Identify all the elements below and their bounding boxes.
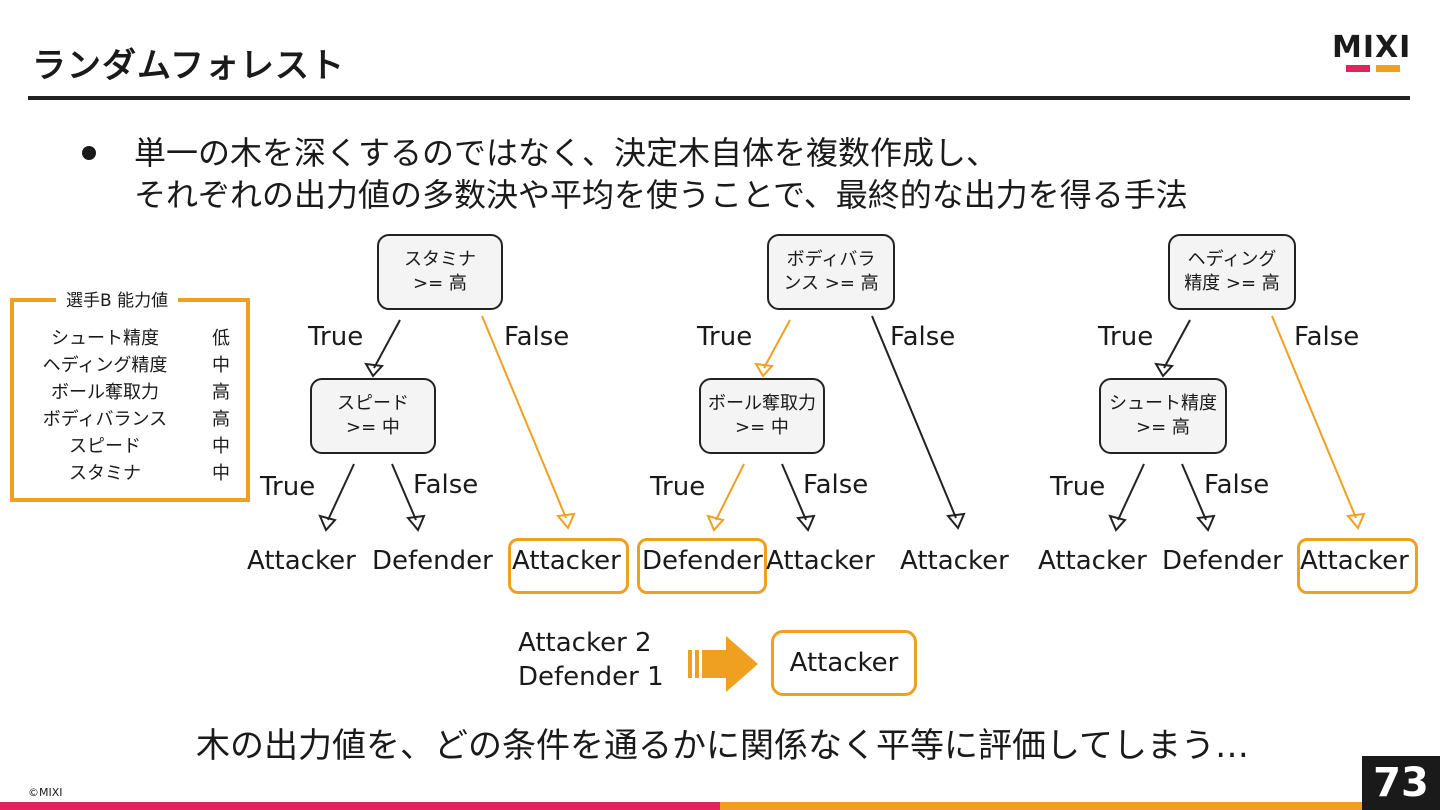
arrowhead xyxy=(318,514,337,532)
tree2-root-node: ボディバラ ンス >= 高 xyxy=(767,234,895,310)
arrowhead xyxy=(1196,514,1216,532)
edge-label-false: False xyxy=(504,322,570,352)
tree2-leaf-1: Defender xyxy=(642,546,763,576)
arrowhead xyxy=(1154,362,1175,378)
edge-arrow xyxy=(373,319,401,369)
title-divider xyxy=(28,96,1410,100)
edge-arrow xyxy=(1117,463,1145,521)
tree2-leaf-3: Attacker xyxy=(900,546,1009,576)
stat-value: 中 xyxy=(212,355,230,376)
edge-label-false: False xyxy=(803,470,869,500)
arrowhead xyxy=(754,362,775,378)
footer-bar-orange xyxy=(720,802,1440,810)
edge-label-true: True xyxy=(650,472,706,502)
edge-arrow xyxy=(1181,463,1207,521)
edge-label-false: False xyxy=(1204,470,1270,500)
page-number: 73 xyxy=(1362,756,1440,810)
edge-label-true: True xyxy=(1098,322,1154,352)
stat-name: スピード xyxy=(69,436,141,457)
tree3-child-node: シュート精度 >= 高 xyxy=(1099,378,1227,454)
tree1-leaf-3: Attacker xyxy=(512,546,621,576)
stat-name: ヘディング精度 xyxy=(42,355,168,376)
stat-name: ボール奪取力 xyxy=(51,382,159,403)
logo-bars xyxy=(1346,65,1412,72)
tree1-leaf-2: Defender xyxy=(372,546,493,576)
tree3-leaf-3: Attacker xyxy=(1300,546,1409,576)
tree1-child-node: スピード >= 中 xyxy=(310,378,436,454)
edge-arrow xyxy=(715,463,745,521)
tree2-selected-leaf-highlight xyxy=(637,538,767,594)
bullet-text-line2: それぞれの出力値の多数決や平均を使うことで、最終的な出力を得る手法 xyxy=(134,176,1188,214)
tree3-leaf-1: Attacker xyxy=(1038,546,1147,576)
edge-arrow xyxy=(781,463,807,521)
edge-label-false: False xyxy=(1294,322,1360,352)
logo-bar-pink xyxy=(1346,65,1370,72)
stat-value: 中 xyxy=(212,463,230,484)
tree1-leaf-1: Attacker xyxy=(247,546,356,576)
stat-value: 中 xyxy=(212,436,230,457)
stat-value: 高 xyxy=(212,382,230,403)
edge-label-true: True xyxy=(697,322,753,352)
vote-arrow-icon xyxy=(688,636,758,692)
bullet-text-line1: 単一の木を深くするのではなく、決定木自体を複数作成し、 xyxy=(134,134,999,172)
arrowhead xyxy=(1346,512,1366,530)
stat-value: 低 xyxy=(212,328,230,349)
stat-name: ボディバランス xyxy=(42,409,168,430)
stat-name: シュート精度 xyxy=(51,328,159,349)
edge-label-true: True xyxy=(308,322,364,352)
tree1-root-node: スタミナ >= 高 xyxy=(377,234,503,310)
tree3-root-node: ヘディング 精度 >= 高 xyxy=(1168,234,1296,310)
stat-name: スタミナ xyxy=(69,463,141,484)
edge-label-false: False xyxy=(413,470,479,500)
tree2-child-node: ボール奪取力 >= 中 xyxy=(699,378,825,454)
bullet-point xyxy=(82,146,96,160)
player-stats-title: 選手B 能力値 xyxy=(56,286,179,311)
slide-title: ランダムフォレスト xyxy=(32,46,345,86)
vote-tally-defender: Defender 1 xyxy=(518,662,664,692)
edge-arrow xyxy=(871,315,957,519)
tree1-selected-leaf-highlight xyxy=(508,538,629,594)
arrowhead xyxy=(1108,514,1127,532)
edge-arrow xyxy=(327,463,355,521)
logo-text: MIXI xyxy=(1332,30,1412,65)
edge-label-true: True xyxy=(260,472,316,502)
arrowhead xyxy=(706,514,725,532)
vote-tally-attacker: Attacker 2 xyxy=(518,628,652,658)
arrowhead xyxy=(364,362,385,378)
copyright: ©MIXI xyxy=(28,786,63,799)
tree3-selected-leaf-highlight xyxy=(1297,538,1418,594)
arrowhead xyxy=(556,512,576,530)
mixi-logo: MIXI xyxy=(1332,30,1412,72)
edge-arrow xyxy=(1271,315,1357,519)
edge-label-false: False xyxy=(890,322,956,352)
vote-result-box: Attacker xyxy=(771,630,917,696)
arrowhead xyxy=(796,514,816,532)
edge-arrow xyxy=(481,315,567,519)
footer-bar-pink xyxy=(0,802,720,810)
stat-value: 高 xyxy=(212,409,230,430)
conclusion-text: 木の出力値を、どの条件を通るかに関係なく平等に評価してしまう… xyxy=(196,726,1249,766)
edge-arrow xyxy=(391,463,417,521)
edge-arrow xyxy=(763,319,791,369)
tree2-leaf-2: Attacker xyxy=(766,546,875,576)
arrowhead xyxy=(946,512,966,530)
logo-bar-orange xyxy=(1376,65,1400,72)
tree3-leaf-2: Defender xyxy=(1162,546,1283,576)
arrowhead xyxy=(406,514,426,532)
edge-label-true: True xyxy=(1050,472,1106,502)
edge-arrow xyxy=(1163,319,1191,369)
